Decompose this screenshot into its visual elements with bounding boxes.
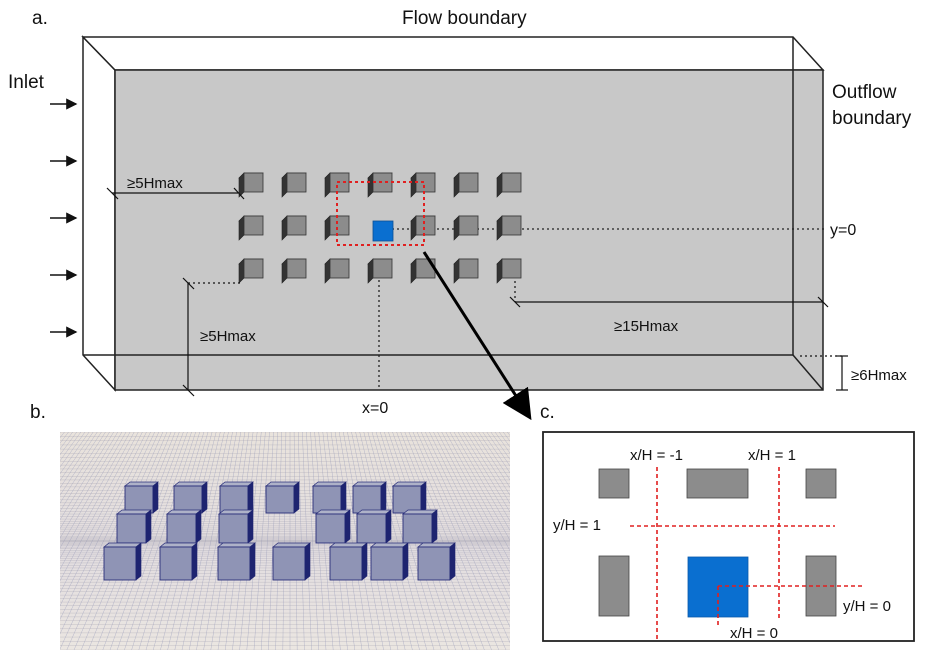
cube (496, 172, 522, 198)
cube (238, 215, 264, 241)
mesh-block (265, 481, 300, 514)
mesh-block (352, 481, 387, 514)
mesh-block (402, 509, 438, 544)
outflow-label-line2: boundary (832, 108, 912, 129)
cube (281, 258, 307, 284)
neighbor-block (686, 468, 749, 499)
cube (496, 258, 522, 284)
cube (453, 172, 479, 198)
mesh-block (315, 509, 351, 544)
label-x-0: x/H = 0 (730, 625, 778, 642)
domain-bottom-right-edge (792, 354, 824, 391)
mesh-block (166, 509, 202, 544)
panel-c-tag: c. (540, 402, 555, 423)
dim-tick (182, 384, 195, 397)
mesh-block (417, 542, 456, 581)
panel-b-tag: b. (30, 402, 46, 423)
label-x-minus-1: x/H = -1 (630, 447, 683, 464)
panel-a: a. Flow boundary Inlet Outflow boundary … (8, 8, 912, 421)
domain-top-face (81, 36, 825, 71)
cube (281, 172, 307, 198)
mesh-block (218, 509, 254, 544)
cube (324, 258, 350, 284)
label-y-0: y/H = 0 (843, 598, 891, 615)
outflow-label-line1: Outflow (832, 82, 897, 103)
cube (238, 172, 264, 198)
mesh-block (173, 481, 208, 514)
panel-b: b. (30, 402, 510, 650)
label-x-plus-1: x/H = 1 (748, 447, 796, 464)
mesh-block (103, 542, 142, 581)
cube (410, 215, 436, 241)
inlet-label: Inlet (8, 72, 45, 93)
mesh-block (272, 542, 311, 581)
inlet-arrows (50, 98, 78, 338)
zoom-arrow (422, 251, 532, 421)
domain-left-face (82, 35, 116, 392)
mesh-block (217, 542, 256, 581)
neighbor-block (598, 555, 630, 617)
cube (367, 172, 393, 198)
panel-c: c. x/H = -1 x/H = 1 y/H = 1 y/H = 0 x/H … (540, 402, 915, 642)
cube (281, 215, 307, 241)
dim-tick (817, 296, 829, 308)
mesh-block (124, 481, 159, 514)
y-zero-label: y=0 (830, 222, 856, 239)
panel-a-tag: a. (32, 8, 48, 29)
dim-tick (509, 296, 521, 308)
x-zero-label: x=0 (362, 400, 388, 417)
highlighted-cube (372, 220, 394, 242)
mesh-block (116, 509, 152, 544)
label-y-1: y/H = 1 (553, 517, 601, 534)
probe-region-box (336, 181, 425, 246)
cube (453, 258, 479, 284)
dim-height-label: ≥6Hmax (851, 367, 907, 384)
cube (238, 258, 264, 284)
cube (367, 258, 393, 284)
dim-tick (106, 187, 119, 200)
cube-array (238, 172, 522, 284)
neighbor-block (598, 468, 630, 499)
mesh-block (312, 481, 347, 514)
cube (324, 215, 350, 241)
mesh-blocks (103, 481, 456, 581)
cube (324, 172, 350, 198)
mesh-block (392, 481, 427, 514)
flow-boundary-label: Flow boundary (402, 8, 527, 29)
mesh-block (159, 542, 198, 581)
cube (496, 215, 522, 241)
neighbor-block (805, 468, 837, 499)
dim-left-top-label: ≥5Hmax (127, 175, 183, 192)
dim-right-label: ≥15Hmax (614, 318, 679, 335)
mesh-block (329, 542, 368, 581)
dim-left-bottom-label: ≥5Hmax (200, 328, 256, 345)
cube (410, 172, 436, 198)
mesh-block (370, 542, 409, 581)
mesh-block (219, 481, 254, 514)
mesh-block (356, 509, 392, 544)
dim-tick (182, 277, 195, 290)
cube (453, 215, 479, 241)
dim-tick (233, 187, 245, 200)
